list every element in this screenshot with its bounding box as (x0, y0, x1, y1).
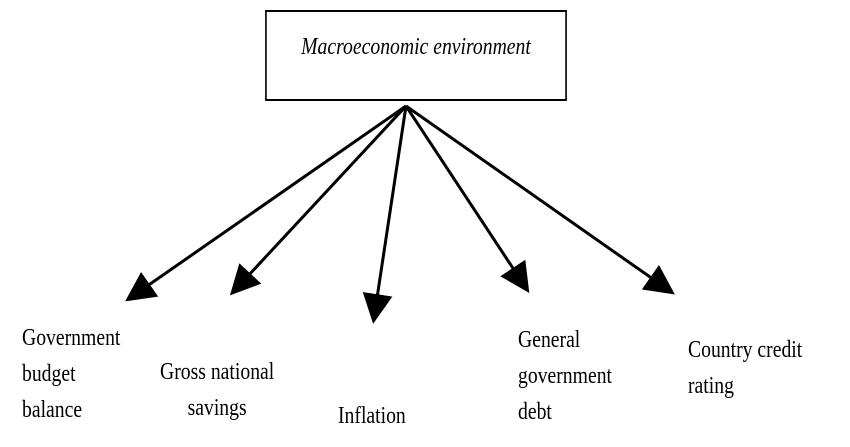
leaf-country-credit-rating: Country credit rating (688, 332, 802, 404)
leaf-line: Country credit (688, 337, 803, 363)
arrow-to-government-budget-balance (125, 104, 407, 302)
leaf-line: Government (22, 325, 121, 351)
arrow-to-general-government-debt (404, 105, 530, 294)
leaf-line: Inflation (338, 403, 406, 429)
leaf-line: balance (22, 397, 83, 423)
leaf-gross-national-savings: Gross national savings (160, 354, 274, 426)
leaf-line: government (518, 363, 613, 389)
leaf-line: General (518, 327, 581, 353)
arrow-to-inflation (362, 105, 408, 324)
root-node-label: Macroeconomic environment (301, 34, 531, 60)
arrow-to-gross-national-savings (229, 104, 408, 296)
leaf-general-government-debt: General government debt (518, 322, 612, 430)
arrow-to-country-credit-rating (405, 104, 675, 295)
leaf-inflation: Inflation (338, 398, 406, 434)
leaf-line: Gross national (160, 359, 275, 385)
root-node-box: Macroeconomic environment (265, 10, 567, 101)
leaf-government-budget-balance: Government budget balance (22, 320, 120, 428)
leaf-line: rating (688, 373, 734, 399)
leaf-line: savings (187, 395, 247, 421)
leaf-line: debt (518, 399, 552, 425)
leaf-line: budget (22, 361, 76, 387)
